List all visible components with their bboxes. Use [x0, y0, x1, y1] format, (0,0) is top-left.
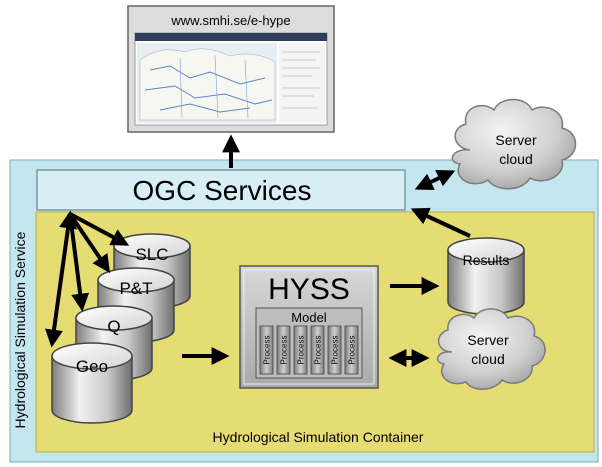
hyss-title: HYSS — [268, 273, 350, 306]
service-side-label: Hydrological Simulation Service — [12, 231, 28, 428]
process-column: Process — [310, 325, 325, 375]
process-label: Process — [331, 336, 340, 365]
process-label: Process — [263, 336, 272, 365]
ogc-services-title: OGC Services — [133, 175, 312, 206]
hyss-box: HYSS Model Process Process Process Process P… — [239, 265, 379, 389]
process-label: Process — [314, 336, 323, 365]
arrow-results-to-ogc — [410, 207, 471, 238]
database-results: Results — [447, 237, 525, 315]
database-results-label: Results — [463, 252, 510, 268]
server-cloud-top-line2: cloud — [499, 151, 532, 167]
server-cloud-bottom: Server cloud — [436, 308, 546, 390]
process-column: Process — [344, 325, 359, 375]
model-box — [255, 307, 363, 379]
process-label: Process — [297, 336, 306, 365]
arrow-ogc-geo — [45, 210, 77, 348]
server-cloud-bottom-line1: Server — [467, 332, 509, 348]
container-label: Hydrological Simulation Container — [213, 429, 424, 445]
database-geo-label: Geo — [76, 357, 108, 376]
website-preview: www.smhi.se/e-hype — [127, 5, 335, 133]
process-column: Process — [276, 325, 291, 375]
database-q-label: Q — [107, 317, 120, 336]
process-column: Process — [293, 325, 308, 375]
server-cloud-top: Server cloud — [451, 98, 577, 190]
database-pt-label: P&T — [119, 279, 152, 298]
server-cloud-bottom-line2: cloud — [471, 351, 504, 367]
database-geo: Geo — [51, 342, 133, 424]
ogc-services-box — [36, 169, 406, 211]
process-column: Process — [327, 325, 342, 375]
model-label: Model — [291, 310, 327, 325]
arrow-ogc-slc — [69, 212, 130, 246]
arrow-ogc-cloud — [414, 169, 456, 191]
process-column: Process — [259, 325, 274, 375]
server-cloud-top-line1: Server — [495, 132, 537, 148]
database-slc-label: SLC — [135, 245, 168, 264]
process-label: Process — [280, 336, 289, 365]
process-label: Process — [348, 336, 357, 365]
website-url: www.smhi.se/e-hype — [170, 13, 290, 28]
